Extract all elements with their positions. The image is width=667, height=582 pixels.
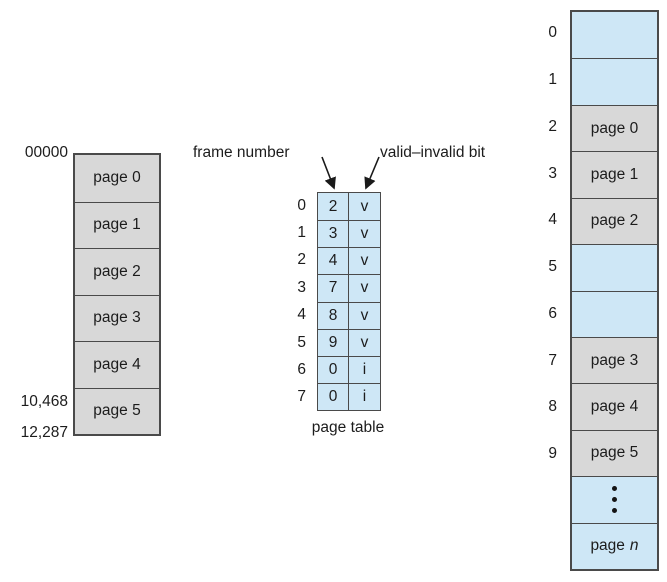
vertical-ellipsis-icon (612, 486, 617, 514)
page-table-row: 7 v (318, 274, 380, 302)
frame-number-cell: 8 (318, 302, 349, 329)
page-table-index: 5 (297, 333, 306, 351)
logical-address-top: 00000 (24, 144, 68, 161)
frame-number-cell: 9 (318, 329, 349, 356)
page-table-row: 0 i (318, 382, 380, 410)
logical-address-12287: 12,287 (20, 424, 68, 441)
frame-index: 5 (548, 258, 557, 276)
page-table-row: 3 v (318, 220, 380, 248)
physical-frame-page: page 4 (572, 383, 657, 430)
frame-index: 6 (548, 304, 557, 322)
valid-bit-cell: i (349, 383, 380, 410)
frame-index (534, 478, 564, 525)
frame-number-cell: 3 (318, 221, 349, 248)
page-table-row: 4 v (318, 247, 380, 275)
logical-page-cell: page 1 (75, 201, 159, 248)
physical-frame-empty (572, 58, 657, 105)
frame-index (534, 524, 564, 571)
frame-index: 0 (548, 24, 557, 42)
physical-frame-empty (572, 244, 657, 291)
page-table-index: 6 (297, 360, 306, 378)
physical-frame-page-n: page n (572, 522, 657, 569)
frame-number-cell: 7 (318, 275, 349, 302)
frame-index: 1 (548, 71, 557, 89)
page-n-variable: n (629, 537, 639, 555)
page-table-index: 4 (297, 306, 306, 324)
frame-index: 4 (548, 211, 557, 229)
physical-frame-ellipsis (572, 476, 657, 523)
physical-frame-page: page 2 (572, 197, 657, 245)
physical-memory-index-column: 0 1 2 3 4 5 6 7 8 9 (534, 10, 564, 571)
page-table-index: 2 (297, 251, 306, 269)
frame-index: 2 (548, 117, 557, 135)
valid-bit-cell: v (349, 329, 380, 356)
valid-bit-cell: i (349, 356, 380, 383)
frame-index: 3 (548, 164, 557, 182)
logical-page-cell: page 3 (75, 294, 159, 341)
page-table-caption: page table (311, 419, 385, 436)
logical-page-cell: page 0 (75, 155, 159, 202)
frame-number-cell: 0 (318, 383, 349, 410)
valid-invalid-bit-label: valid–invalid bit (380, 144, 486, 161)
page-table-index-column: 0 1 2 3 4 5 6 7 (278, 192, 312, 411)
frame-number-cell: 4 (318, 248, 349, 275)
physical-frame-page: page 3 (572, 336, 657, 384)
physical-frame-empty (572, 290, 657, 337)
logical-page-cell: page 4 (75, 341, 159, 388)
valid-bit-cell: v (349, 193, 380, 221)
page-table-index: 3 (297, 278, 306, 296)
valid-bit-cell: v (349, 275, 380, 302)
page-table-index: 7 (297, 388, 306, 406)
physical-memory-table: page 0 page 1 page 2 page 3 page 4 page … (570, 10, 659, 571)
valid-bit-cell: v (349, 302, 380, 329)
frame-number-label: frame number (193, 144, 290, 161)
logical-page-cell: page 2 (75, 248, 159, 295)
valid-bit-cell: v (349, 221, 380, 248)
page-table-row: 2 v (318, 193, 380, 221)
page-table-index: 1 (297, 224, 306, 242)
page-table: 2 v 3 v 4 v 7 v 8 v 9 v 0 i 0 i (317, 192, 381, 411)
page-table-row: 8 v (318, 301, 380, 329)
logical-memory-table: page 0 page 1 page 2 page 3 page 4 page … (73, 153, 161, 436)
physical-frame-empty (572, 12, 657, 59)
frame-index: 8 (548, 398, 557, 416)
frame-number-cell: 2 (318, 193, 349, 221)
physical-frame-page: page 1 (572, 151, 657, 198)
logical-page-cell: page 5 (75, 387, 159, 434)
page-table-row: 0 i (318, 355, 380, 383)
logical-address-10468: 10,468 (20, 393, 68, 410)
frame-index: 7 (548, 351, 557, 369)
frame-number-cell: 0 (318, 356, 349, 383)
page-n-prefix: page (590, 537, 625, 555)
frame-index: 9 (548, 445, 557, 463)
physical-frame-page: page 5 (572, 429, 657, 477)
page-table-row: 9 v (318, 328, 380, 356)
physical-frame-page: page 0 (572, 104, 657, 152)
page-table-index: 0 (297, 196, 306, 214)
valid-bit-cell: v (349, 248, 380, 275)
